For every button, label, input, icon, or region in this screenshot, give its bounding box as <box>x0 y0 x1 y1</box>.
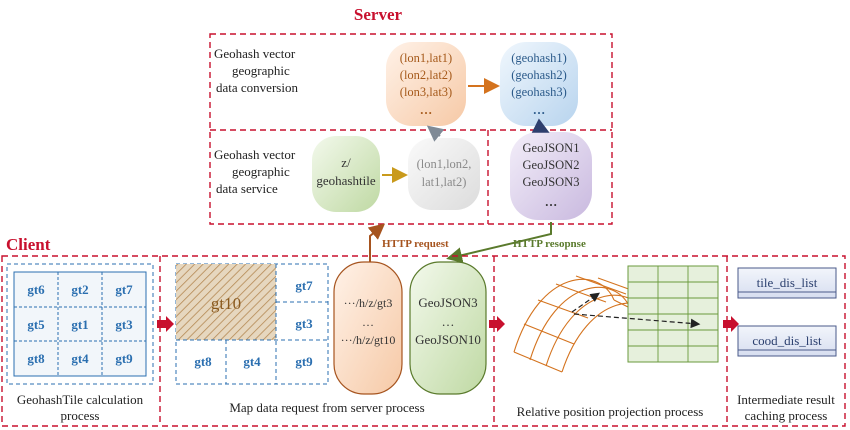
cood-dis-list: cood_dis_list <box>737 325 837 357</box>
svg-text:…: … <box>362 315 374 329</box>
http-request-arrow: HTTP request <box>367 223 449 262</box>
svg-text:z/: z/ <box>341 155 351 170</box>
svg-text:GeoJSON10: GeoJSON10 <box>415 332 481 347</box>
http-response-arrow: HTTP resopnse <box>446 222 586 264</box>
svg-text:HTTP resopnse: HTTP resopnse <box>513 238 586 250</box>
tile-grid-cell: gt5 <box>27 317 45 332</box>
tile-grid-cell: gt7 <box>115 282 133 297</box>
map-tile-area: gt10 gt7 gt3 gt8 gt4 gt9 <box>175 263 329 385</box>
process-label-p3: Relative position projection process <box>517 404 704 419</box>
projection-grid <box>627 265 719 363</box>
flow-arrows <box>157 316 739 332</box>
tile-grid-cell: gt2 <box>71 282 88 297</box>
tile-gt3: gt3 <box>295 316 313 331</box>
process-label-p4-line1: Intermediate result <box>737 392 835 407</box>
svg-text:GeoJSON2: GeoJSON2 <box>523 158 580 172</box>
service-label: Geohash vector geographic data service <box>214 147 296 196</box>
tile-gt10: gt10 <box>211 294 241 313</box>
client-title: Client <box>6 235 51 254</box>
svg-text:geographic: geographic <box>232 63 290 78</box>
svg-text:(geohash1): (geohash1) <box>511 51 567 65</box>
svg-text:···/h/z/gt10: ···/h/z/gt10 <box>341 333 396 347</box>
server-geojson-node: GeoJSON1 GeoJSON2 GeoJSON3 … <box>510 132 592 220</box>
svg-text:GeoJSON1: GeoJSON1 <box>523 141 580 155</box>
tile-grid-cell: gt1 <box>71 317 88 332</box>
tile-grid-cell: gt4 <box>71 351 89 366</box>
tile-grid-cell: gt8 <box>27 351 45 366</box>
tile-grid-cell: gt3 <box>115 317 133 332</box>
tile-grid-cell: gt9 <box>115 351 133 366</box>
svg-text:Geohash vector: Geohash vector <box>214 46 296 61</box>
process-label-p1-line2: process <box>61 408 100 423</box>
request-node: z/ geohashtile <box>312 136 380 212</box>
tile-gt7: gt7 <box>295 278 313 293</box>
svg-text:(lon1,lat1): (lon1,lat1) <box>400 51 452 65</box>
svg-text:(lon2,lat2): (lon2,lat2) <box>400 68 452 82</box>
svg-text:geohashtile: geohashtile <box>316 173 375 188</box>
tile-grid-cell: gt6 <box>27 282 45 297</box>
projection-arrows <box>571 292 701 329</box>
svg-text:data conversion: data conversion <box>216 80 298 95</box>
svg-text:(lon1,lon2,: (lon1,lon2, <box>417 157 472 171</box>
process-label-p2: Map data request from server process <box>229 400 424 415</box>
svg-text:geographic: geographic <box>232 164 290 179</box>
svg-text:…: … <box>533 103 546 117</box>
svg-text:tile_dis_list: tile_dis_list <box>757 275 818 290</box>
tile-dis-list: tile_dis_list <box>737 267 837 299</box>
svg-text:lat1,lat2): lat1,lat2) <box>422 175 467 189</box>
process-label-p4-line2: caching process <box>745 408 828 423</box>
conversion-label: Geohash vector geographic data conversio… <box>214 46 298 95</box>
svg-text:Geohash vector: Geohash vector <box>214 147 296 162</box>
svg-text:data service: data service <box>216 181 278 196</box>
tile-gt9: gt9 <box>295 354 313 369</box>
svg-text:···/h/z/gt3: ···/h/z/gt3 <box>344 296 393 310</box>
client-frame <box>1 255 846 427</box>
svg-text:(geohash2): (geohash2) <box>511 68 567 82</box>
svg-text:…: … <box>545 195 558 209</box>
bbox-node: (lon1,lon2, lat1,lat2) <box>408 138 480 210</box>
svg-text:cood_dis_list: cood_dis_list <box>752 333 822 348</box>
cache-lists: tile_dis_list cood_dis_list <box>737 267 837 357</box>
server-title: Server <box>354 5 403 24</box>
process-label-p1-line1: GeohashTile calculation <box>17 392 144 407</box>
url-node: ···/h/z/gt3 … ···/h/z/gt10 <box>333 261 403 395</box>
svg-text:…: … <box>442 314 455 329</box>
geohash-tile-grid: gt6 gt2 gt7 gt5 gt1 gt3 gt8 gt4 gt9 <box>6 263 154 385</box>
tile-gt4: gt4 <box>243 354 261 369</box>
geohash-node: (geohash1) (geohash2) (geohash3) … <box>500 42 578 126</box>
svg-text:(geohash3): (geohash3) <box>511 85 567 99</box>
server-arrows <box>382 78 550 183</box>
svg-text:HTTP request: HTTP request <box>382 238 449 250</box>
svg-text:…: … <box>420 103 433 117</box>
tile-gt8: gt8 <box>194 354 212 369</box>
svg-text:GeoJSON3: GeoJSON3 <box>418 295 477 310</box>
svg-text:GeoJSON3: GeoJSON3 <box>523 175 580 189</box>
client-geojson-node: GeoJSON3 … GeoJSON10 <box>409 261 487 395</box>
coords-node: (lon1,lat1) (lon2,lat2) (lon3,lat3) … <box>386 42 466 126</box>
svg-text:(lon3,lat3): (lon3,lat3) <box>400 85 452 99</box>
